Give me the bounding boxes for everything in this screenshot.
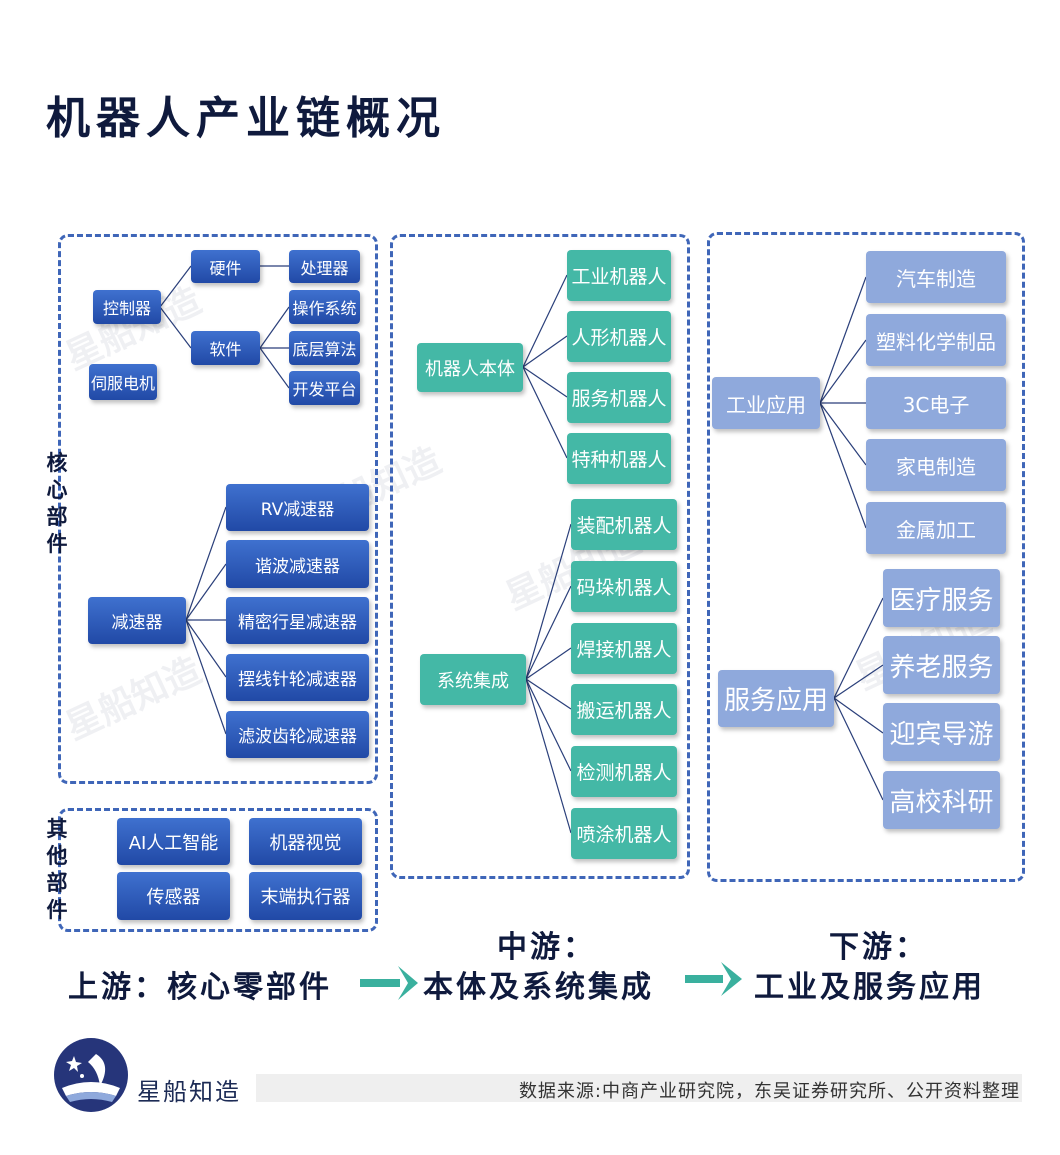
reducer-item: 谐波减速器 <box>226 540 369 588</box>
industrial-item: 汽车制造 <box>866 251 1006 303</box>
brand-name: 星船知造 <box>137 1078 241 1106</box>
devplatform-node: 开发平台 <box>289 371 360 405</box>
reducer-item: 滤波齿轮减速器 <box>226 711 369 758</box>
robot-body-item: 工业机器人 <box>567 250 671 301</box>
integration-item: 码垛机器人 <box>571 561 677 612</box>
other-part-item: 末端执行器 <box>249 872 362 920</box>
integration-item: 焊接机器人 <box>571 623 677 674</box>
service-item: 高校科研 <box>883 771 1000 829</box>
robot-body-item: 服务机器人 <box>567 372 671 423</box>
page-title: 机器人产业链概况 <box>46 93 446 144</box>
core-parts-box <box>58 234 378 784</box>
industrial-application-node: 工业应用 <box>712 377 820 429</box>
industrial-item: 家电制造 <box>866 439 1006 491</box>
integration-item: 搬运机器人 <box>571 684 677 735</box>
industrial-item: 金属加工 <box>866 502 1006 554</box>
hardware-node: 硬件 <box>191 250 260 283</box>
reducer-node: 减速器 <box>88 597 186 644</box>
other-parts-box <box>58 808 378 932</box>
flow-midstream-heading: 中游： <box>497 930 596 965</box>
other-part-item: AI人工智能 <box>117 818 230 865</box>
servo-node: 伺服电机 <box>89 364 157 400</box>
robot-body-node: 机器人本体 <box>417 343 523 392</box>
service-item: 医疗服务 <box>883 569 1000 627</box>
downstream-box <box>707 232 1025 882</box>
industrial-item: 塑料化学制品 <box>866 314 1006 366</box>
service-item: 迎宾导游 <box>883 703 1000 761</box>
core-parts-label: 核心部件 <box>46 451 68 556</box>
reducer-item: 摆线针轮减速器 <box>226 654 369 701</box>
integration-item: 检测机器人 <box>571 746 677 797</box>
flow-downstream: 工业及服务应用 <box>754 970 985 1005</box>
flow-upstream: 上游：核心零部件 <box>68 970 332 1005</box>
software-node: 软件 <box>191 331 260 365</box>
processor-node: 处理器 <box>289 250 360 283</box>
service-item: 养老服务 <box>883 636 1000 694</box>
system-integration-node: 系统集成 <box>420 654 526 705</box>
service-application-node: 服务应用 <box>718 670 834 727</box>
reducer-item: 精密行星减速器 <box>226 597 369 644</box>
algorithm-node: 底层算法 <box>289 331 360 365</box>
data-source: 数据来源:中商产业研究院，东吴证券研究所、公开资料整理 <box>518 1081 1020 1102</box>
industrial-item: 3C电子 <box>866 377 1006 429</box>
integration-item: 装配机器人 <box>571 499 677 550</box>
other-part-item: 传感器 <box>117 872 230 920</box>
robot-body-item: 特种机器人 <box>567 433 671 484</box>
other-part-item: 机器视觉 <box>249 818 362 865</box>
robot-body-item: 人形机器人 <box>567 311 671 362</box>
midstream-box <box>390 234 690 879</box>
os-node: 操作系统 <box>289 290 360 324</box>
other-parts-label: 其他部件 <box>46 817 68 922</box>
integration-item: 喷涂机器人 <box>571 808 677 859</box>
reducer-item: RV减速器 <box>226 484 369 531</box>
source-bar <box>256 1074 1022 1102</box>
flow-midstream: 本体及系统集成 <box>423 970 654 1005</box>
brand-logo <box>52 1036 130 1114</box>
controller-node: 控制器 <box>93 290 161 324</box>
flow-downstream-heading: 下游： <box>829 930 928 965</box>
